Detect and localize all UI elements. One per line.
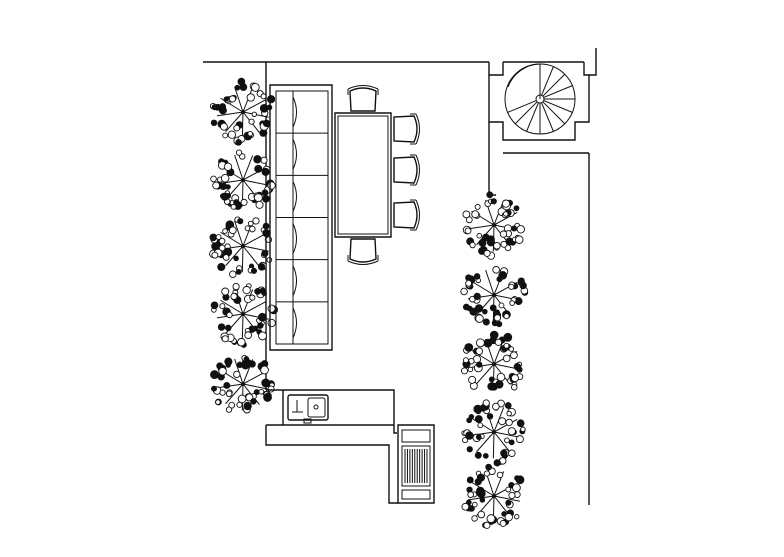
stair-tread <box>544 101 573 113</box>
sofa-cushion <box>293 139 297 169</box>
planter-tree <box>463 192 525 260</box>
sofa-cushion <box>293 224 297 254</box>
stair-tread <box>542 67 554 96</box>
planter-tree <box>211 283 277 347</box>
planter-tree <box>461 267 528 327</box>
planters-left <box>210 78 278 413</box>
stair-tread <box>543 74 565 96</box>
planter-tree <box>211 150 276 210</box>
planter-tree <box>461 331 522 390</box>
planter-tree <box>462 464 524 528</box>
stair-tread <box>515 102 537 124</box>
sofa-cushion <box>293 266 297 296</box>
sofa-cushion <box>293 308 297 338</box>
sofa-cushion <box>293 97 297 127</box>
dining-chair <box>394 155 420 185</box>
stair-tread <box>527 103 539 132</box>
kitchen-counter <box>266 390 398 503</box>
planter-tree <box>210 217 272 278</box>
dining-chair <box>348 239 378 265</box>
stair-tread <box>543 102 565 124</box>
sofa-cushion <box>293 181 297 211</box>
dining-chair <box>348 86 378 112</box>
planter-tree <box>210 78 274 145</box>
dining-chair <box>394 114 420 144</box>
dining-chairs <box>348 86 420 265</box>
sink <box>288 395 328 423</box>
grill <box>398 425 434 503</box>
sofa <box>270 85 332 350</box>
planter-tree <box>462 400 525 466</box>
dining-chair <box>394 200 420 230</box>
dining-table <box>335 113 391 237</box>
stair-tread <box>508 101 537 113</box>
planters-right <box>461 192 528 529</box>
stair-tread <box>542 103 554 132</box>
planter-tree <box>211 355 275 413</box>
stair-tread <box>544 86 573 98</box>
spiral-staircase <box>505 64 575 134</box>
